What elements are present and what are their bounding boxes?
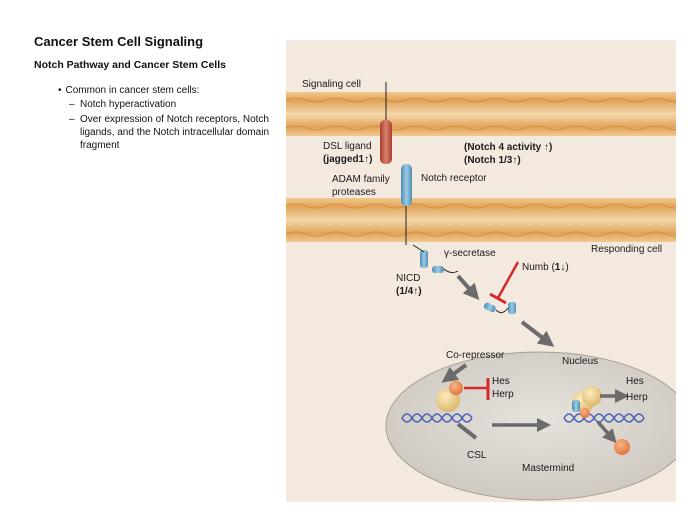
nicd-fragment	[432, 266, 459, 274]
nicd-arrow	[456, 274, 480, 300]
nicd-sub-label: (1/4↑)	[396, 286, 422, 297]
notch-receptor-shape	[401, 164, 428, 268]
dsl-ligand-shape	[380, 82, 392, 164]
mastermind-label: Mastermind	[522, 463, 574, 474]
csl-pointer	[456, 422, 478, 440]
numb-inhibition-bar	[489, 261, 520, 305]
jagged-label: (jagged1↑)	[323, 154, 372, 165]
activator-complex	[572, 386, 602, 418]
mastermind-arrow	[596, 420, 617, 444]
notch-receptor-label: Notch receptor	[421, 173, 487, 184]
slide-subtitle: Notch Pathway and Cancer Stem Cells	[34, 59, 226, 71]
corepressor-arrow	[441, 363, 468, 383]
dna-strand-left	[401, 413, 473, 423]
sub-bullet-list: Notch hyperactivation Over expression of…	[58, 98, 288, 152]
herp-left-label: Herp	[492, 389, 514, 400]
slide-title: Cancer Stem Cell Signaling	[34, 34, 204, 49]
sub-bullet-overexpression: Over expression of Notch receptors, Notc…	[69, 113, 288, 152]
gamma-secretase-label: γ-secretase	[444, 248, 496, 259]
repressor-complex	[436, 381, 463, 412]
hes-herp-repression-bar	[464, 378, 490, 400]
responding-cell-label: Responding cell	[591, 244, 662, 255]
notch4-label: (Notch 4 activity ↑)	[464, 142, 552, 153]
numb-label-suffix: )	[565, 262, 568, 273]
numb-label-bold: 1↓	[555, 262, 566, 273]
numb-label: Numb (1↓)	[522, 262, 569, 273]
hes-right-label: Hes	[626, 376, 644, 387]
dsl-ligand-label: DSL ligand	[323, 141, 372, 152]
mastermind-protein	[614, 439, 630, 455]
bullet-list: Common in cancer stem cells: Notch hyper…	[58, 84, 288, 154]
notch13-label: (Notch 1/3↑)	[464, 155, 521, 166]
to-nucleus-arrow	[520, 320, 555, 347]
numb-label-prefix: Numb (	[522, 262, 555, 273]
csl-label: CSL	[467, 450, 487, 461]
adam-label-line1: ADAM family	[332, 174, 390, 185]
nicd-label: NICD	[396, 273, 420, 284]
corepressor-label: Co-repressor	[446, 350, 505, 361]
adam-label-line2: proteases	[332, 187, 376, 198]
notch-pathway-figure: Signaling cell DSL ligand (jagged1↑) (No…	[285, 40, 693, 502]
nucleus-label: Nucleus	[562, 356, 598, 367]
bullet-main: Common in cancer stem cells:	[58, 84, 288, 97]
nicd-numb-complex	[483, 302, 516, 314]
sub-bullet-hyperactivation: Notch hyperactivation	[69, 98, 288, 111]
notch-pathway-diagram: Signaling cell DSL ligand (jagged1↑) (No…	[285, 40, 693, 502]
dna-strand-right	[563, 413, 645, 423]
herp-right-label: Herp	[626, 392, 648, 403]
signaling-cell-membrane	[285, 92, 687, 136]
responding-cell-membrane	[285, 198, 687, 242]
hes-left-label: Hes	[492, 376, 510, 387]
signaling-cell-label: Signaling cell	[302, 79, 361, 90]
